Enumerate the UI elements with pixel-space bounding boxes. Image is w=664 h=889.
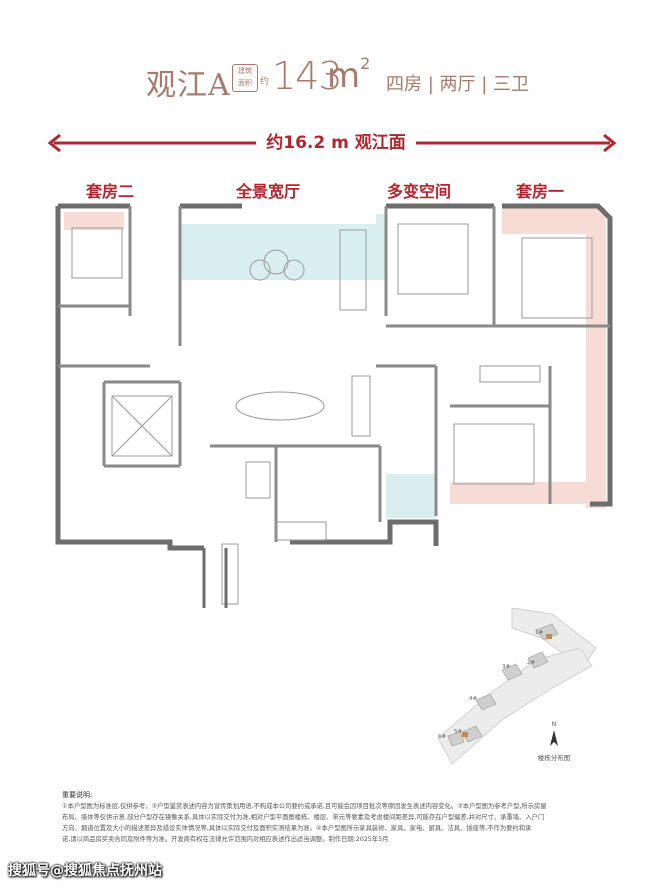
label-suite-two: 套房二 xyxy=(86,182,135,201)
notes-heading: 重要说明: xyxy=(62,791,93,799)
unit-title: 观江A xyxy=(146,68,231,103)
area-number: 143 xyxy=(272,54,343,98)
area-tag-line1: 建筑 xyxy=(238,67,252,75)
notes-line: ①本户型图为标准层,仅供参考。②户型鉴赏表述内容为宣传策划用语,不构成本公司要约… xyxy=(62,803,547,810)
building-1: 1# xyxy=(535,630,543,636)
area-approx: 约 xyxy=(260,77,270,87)
area-unit: m2 xyxy=(327,54,371,96)
building-highlight-1 xyxy=(546,634,552,639)
building-3: 3# xyxy=(502,664,510,670)
room-summary: 四房 | 两厅 | 三卫 xyxy=(386,74,530,95)
building-4: 4# xyxy=(469,696,477,702)
notes-line: 诺,请以商品房买卖合同及附件等为准。开发商有权在法律允许范围内对相应表述作出适当… xyxy=(62,836,389,843)
watermark: 搜狐号@搜狐焦点抚州站 xyxy=(8,863,162,879)
sitemap-caption: 楼栋分布图 xyxy=(538,753,571,762)
label-flex-space: 多变空间 xyxy=(387,182,452,201)
building-6: 6# xyxy=(438,734,446,740)
building-5: 5# xyxy=(454,729,462,735)
label-suite-one: 套房一 xyxy=(516,182,565,201)
label-living: 全景宽厅 xyxy=(236,182,301,201)
floor-plan xyxy=(55,203,613,608)
header: 观江A 建筑 面积 约 143 m2 四房 | 两厅 | 三卫 xyxy=(0,54,664,104)
north-arrow-icon: N xyxy=(550,721,558,746)
suite-two-zone xyxy=(64,212,124,230)
frontage-label: 约16.2 m 观江面 xyxy=(256,128,416,153)
area-tag: 建筑 面积 xyxy=(232,64,258,92)
building-highlight-5 xyxy=(462,732,468,737)
living-zone xyxy=(180,224,376,280)
site-map: 1# 2# 3# 4# 5# 6# N 楼栋分布图 xyxy=(437,608,597,765)
important-notes: 重要说明: ①本户型图为标准层,仅供参考。②户型鉴赏表述内容为宣传策划用语,不构… xyxy=(62,790,612,845)
area-tag-line2: 面积 xyxy=(238,79,252,87)
svg-text:N: N xyxy=(552,721,557,728)
notes-line: 方向、烟道位置及大小的描述差异及措设实体情况等,具体以实际交付及面积实测结果为准… xyxy=(62,825,532,832)
building-2: 2# xyxy=(527,660,535,666)
notes-line: 布局、墙体等仅供示意,部分户型存在镜像关系,具体以实际交付为准,相对户型平面图楼… xyxy=(62,814,545,821)
suite-one-zone xyxy=(502,208,600,234)
